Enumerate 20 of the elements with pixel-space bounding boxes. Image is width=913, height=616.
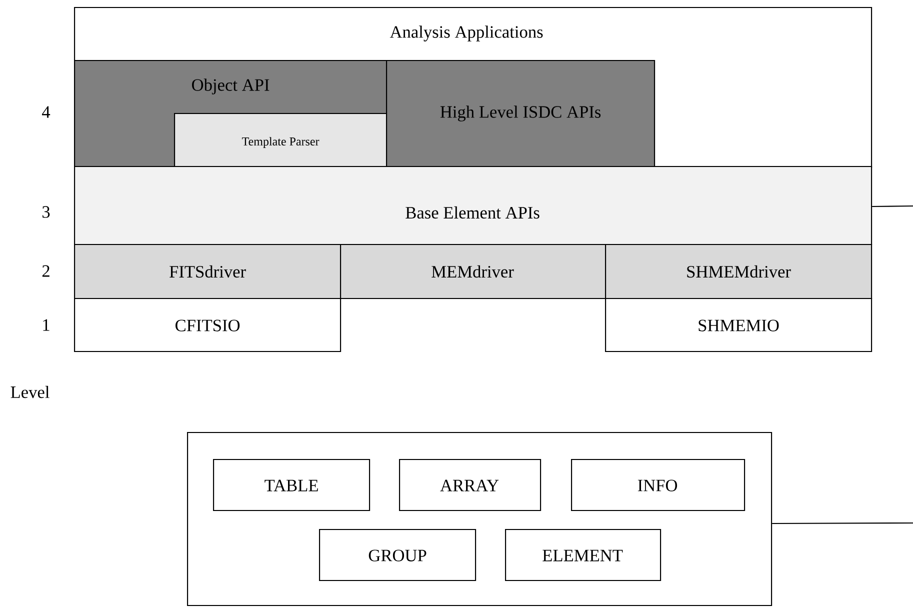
connector-line: [772, 522, 913, 524]
api-box: High Level ISDC APIs: [386, 60, 656, 168]
element-box: ARRAY: [399, 458, 542, 512]
element-box: GROUP: [319, 528, 476, 582]
driver-box: MEMdriver: [340, 244, 606, 300]
io-box: SHMEMIO: [605, 298, 872, 352]
element-box: ELEMENT: [505, 528, 662, 582]
io-box: CFITSIO: [74, 298, 342, 352]
driver-box: FITSdriver: [74, 244, 342, 300]
level-number: 1: [43, 319, 50, 331]
connector-line: [872, 205, 913, 208]
driver-box: SHMEMdriver: [605, 244, 872, 300]
level-number: 2: [42, 265, 50, 277]
parser-box: Template Parser: [174, 112, 388, 168]
level-number: 3: [42, 206, 50, 218]
axis-label: Level: [10, 386, 50, 398]
element-box: TABLE: [213, 458, 370, 512]
element-box: INFO: [571, 458, 746, 512]
layer-box: Base Element APIs: [74, 166, 872, 246]
level-number: 4: [42, 106, 50, 118]
